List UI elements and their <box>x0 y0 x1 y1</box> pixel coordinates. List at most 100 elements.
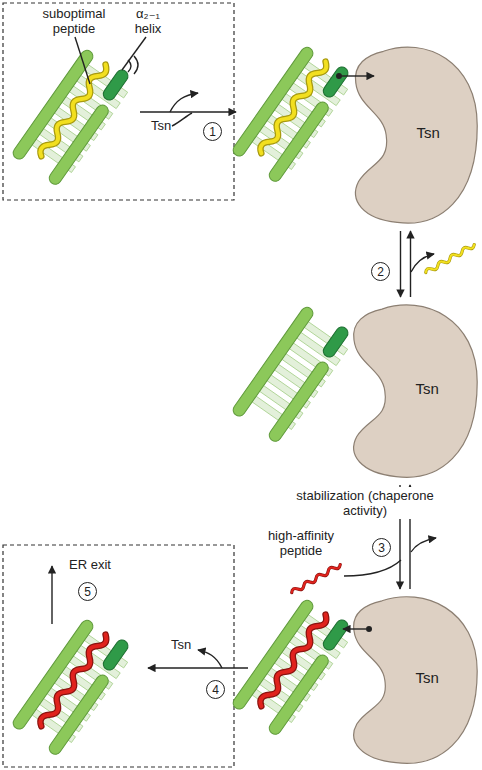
beta-strand <box>251 120 303 159</box>
tapasin-label: Tsn <box>416 380 439 397</box>
wobble-mark <box>128 60 131 72</box>
step-number-text: 3 <box>378 542 385 554</box>
force-arrow <box>343 628 366 629</box>
beta-strand <box>289 620 341 659</box>
beta-strand <box>69 640 121 679</box>
annotation-label: high-affinity peptide <box>258 528 344 558</box>
beta-strand <box>266 359 318 398</box>
beta-strand <box>76 629 128 668</box>
annotation-label: Tsn <box>146 118 176 133</box>
alpha2-1-helix <box>321 65 350 100</box>
force-dot <box>366 626 372 632</box>
alpha2-2-helix <box>47 673 111 757</box>
force-arrow <box>342 75 374 76</box>
beta-strand <box>39 682 91 721</box>
alpha2-1-helix <box>321 325 350 360</box>
mhc-complex <box>231 595 357 739</box>
process-arrow <box>140 111 236 112</box>
mhc-complex <box>231 302 357 446</box>
beta-strand <box>24 704 76 743</box>
release-arrow <box>198 650 222 668</box>
beta-strand <box>266 99 318 138</box>
beta-strand <box>259 369 311 408</box>
beta-strand <box>54 661 106 700</box>
beta-strand <box>244 131 296 170</box>
annotation-label: Tsn <box>166 637 196 652</box>
beta-strand <box>281 630 333 669</box>
beta-strand <box>244 391 296 430</box>
peptide-outline <box>38 632 110 729</box>
beta-strand <box>244 684 296 723</box>
beta-strand <box>46 102 98 141</box>
beta-strand <box>296 316 348 355</box>
dashed-frame <box>3 3 234 200</box>
alpha2-2-helix <box>47 103 111 187</box>
peptide <box>258 612 330 709</box>
beta-strand <box>274 641 326 680</box>
release-arrow <box>411 538 436 552</box>
alpha1-helix <box>231 598 315 711</box>
alpha2-1-helix <box>321 618 350 653</box>
peptide-outline <box>291 563 342 595</box>
beta-strand <box>24 134 76 173</box>
leader-line <box>75 37 90 84</box>
beta-strand <box>31 693 83 732</box>
release-arrow <box>411 254 434 272</box>
alpha2-1-helix <box>101 68 130 103</box>
peptide-outline <box>258 59 330 156</box>
tapasin-body <box>354 305 478 477</box>
alpha2-1-helix <box>101 638 130 673</box>
peptide <box>258 59 330 156</box>
beta-strand <box>39 112 91 151</box>
tapasin-body <box>354 597 478 764</box>
alpha2-2-helix <box>267 653 331 737</box>
leader-line <box>122 37 146 70</box>
tapasin-outline <box>342 42 480 228</box>
beta-strand <box>61 650 113 689</box>
alpha1-helix <box>231 305 315 418</box>
beta-strand <box>251 380 303 419</box>
alpha1-helix <box>11 618 95 731</box>
tapasin-outline <box>340 592 480 768</box>
step-number: 2 <box>371 262 390 281</box>
dashed-frame <box>3 545 234 767</box>
beta-strand <box>266 652 318 691</box>
exit-arrow <box>51 566 52 624</box>
annotation-label: suboptimal peptide <box>36 6 112 36</box>
tapasin-label: Tsn <box>416 669 439 686</box>
tapasin-body <box>355 47 477 223</box>
step-number: 5 <box>78 582 97 601</box>
process-arrow <box>148 667 248 668</box>
beta-strand <box>281 77 333 116</box>
step-number-text: 1 <box>209 126 216 138</box>
wobble-mark <box>134 56 138 74</box>
beta-strand <box>274 88 326 127</box>
beta-strand <box>69 70 121 109</box>
force-dot <box>336 73 342 79</box>
peptide-outline <box>258 612 330 709</box>
peptide-outline <box>425 243 476 275</box>
beta-strand <box>289 327 341 366</box>
step-number-text: 2 <box>377 266 384 278</box>
annotation-label: ER exit <box>60 557 120 572</box>
beta-strand <box>46 672 98 711</box>
beta-strand <box>31 123 83 162</box>
step-number-text: 4 <box>212 684 219 696</box>
reverse-arrow <box>409 485 410 589</box>
tapasin-shape: Tsn <box>342 42 480 228</box>
forward-arrow <box>399 485 400 589</box>
alpha1-helix <box>231 45 315 158</box>
beta-strand <box>54 91 106 130</box>
step-number: 3 <box>372 538 391 557</box>
beta-strand <box>289 67 341 106</box>
tapasin-shape: Tsn <box>340 300 480 482</box>
beta-strand <box>76 59 128 98</box>
beta-strand <box>61 80 113 119</box>
step-number: 1 <box>203 122 222 141</box>
binding-curve <box>172 113 192 126</box>
peptide <box>425 243 476 275</box>
binding-curve <box>344 560 401 576</box>
peptide <box>291 563 342 595</box>
forward-arrow <box>400 231 401 297</box>
